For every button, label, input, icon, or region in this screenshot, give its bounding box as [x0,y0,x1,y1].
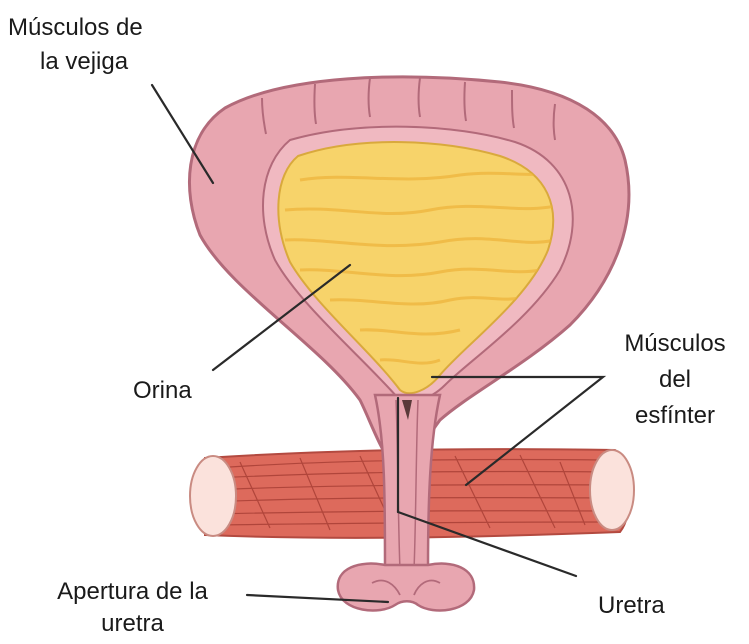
label-urethra: Uretra [598,590,665,621]
label-bladder-muscles-line2: la vejiga [40,46,128,77]
label-sphincter-line3: esfínter [605,400,745,431]
label-opening-line1: Apertura de la [20,576,245,607]
muscle-end-left [190,456,236,536]
urethral-opening [338,564,474,611]
label-opening-line2: uretra [20,608,245,639]
label-sphincter-line1: Músculos [605,328,745,359]
label-bladder-muscles-line1: Músculos de [8,12,143,43]
label-sphincter-line2: del [605,364,745,395]
label-urine: Orina [133,375,192,406]
urethra-tube [375,395,440,570]
muscle-end-right [590,450,634,530]
